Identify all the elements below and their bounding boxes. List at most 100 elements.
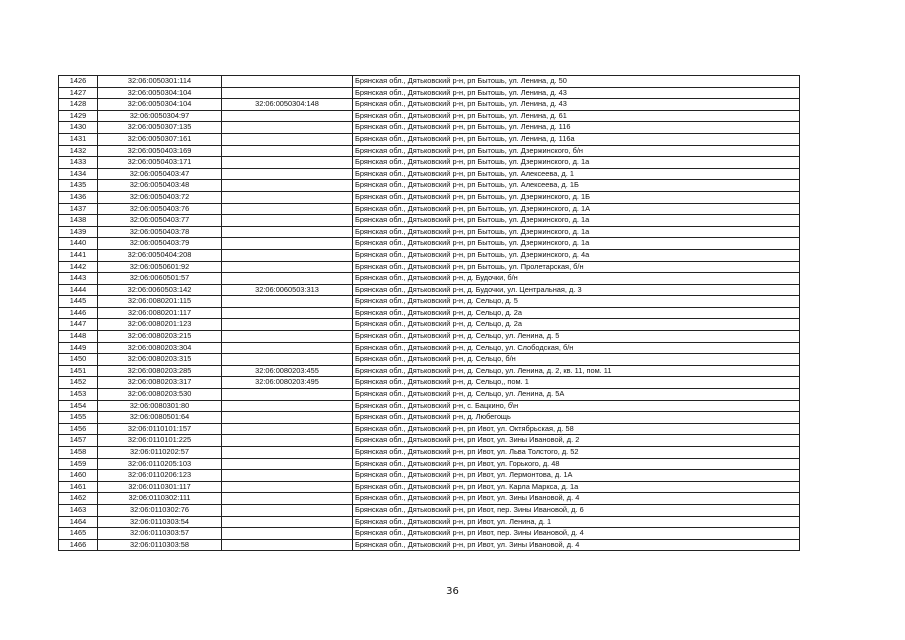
row-number-cell: 1466	[58, 538, 98, 552]
cadastral-number-cell: 32:06:0050403:79	[97, 237, 222, 250]
address-cell: Брянская обл., Дятьковский р-н, рп Ивот,…	[352, 538, 800, 552]
cadastral-number-cell: 32:06:0080201:123	[97, 318, 222, 332]
row-number-cell: 1447	[58, 318, 98, 332]
linked-cadastral-number-cell	[221, 388, 353, 401]
linked-cadastral-number-cell	[221, 248, 353, 262]
address-cell: Брянская обл., Дятьковский р-н, рп Бытош…	[352, 86, 800, 100]
address-cell: Брянская обл., Дятьковский р-н, рп Бытош…	[352, 121, 800, 134]
cadastral-number-cell: 32:06:0080301:80	[97, 399, 222, 413]
linked-cadastral-number-cell: 32:06:0060503:313	[221, 283, 353, 297]
cadastral-number-cell: 32:06:0060503:142	[97, 283, 222, 297]
address-cell: Брянская обл., Дятьковский р-н, д. Сельц…	[352, 341, 800, 355]
address-cell: Брянская обл., Дятьковский р-н, д. Будоч…	[352, 272, 800, 285]
linked-cadastral-number-cell: 32:06:0050304:148	[221, 98, 353, 111]
address-cell: Брянская обл., Дятьковский р-н, рп Бытош…	[352, 167, 800, 181]
cadastral-number-cell: 32:06:0050403:48	[97, 179, 222, 192]
linked-cadastral-number-cell	[221, 190, 353, 204]
cadastral-number-cell: 32:06:0060501:57	[97, 272, 222, 285]
address-cell: Брянская обл., Дятьковский р-н, рп Ивот,…	[352, 492, 800, 505]
row-number-cell: 1437	[58, 202, 98, 216]
row-number-cell: 1453	[58, 388, 98, 401]
linked-cadastral-number-cell: 32:06:0080203:495	[221, 376, 353, 390]
row-number-cell: 1449	[58, 341, 98, 355]
row-number-cell: 1440	[58, 237, 98, 250]
address-cell: Брянская обл., Дятьковский р-н, д. Сельц…	[352, 376, 800, 390]
row-number-cell: 1457	[58, 434, 98, 447]
row-number-cell: 1450	[58, 353, 98, 366]
cadastral-number-cell: 32:06:0080501:64	[97, 411, 222, 424]
row-number-cell: 1435	[58, 179, 98, 192]
row-number-cell: 1448	[58, 330, 98, 343]
cadastral-number-cell: 32:06:0050304:97	[97, 109, 222, 123]
row-number-cell: 1433	[58, 156, 98, 169]
cadastral-number-cell: 32:06:0110303:57	[97, 527, 222, 540]
address-cell: Брянская обл., Дятьковский р-н, с. Бацки…	[352, 399, 800, 413]
address-cell: Брянская обл., Дятьковский р-н, рп Ивот,…	[352, 480, 800, 494]
row-number-cell: 1452	[58, 376, 98, 390]
address-cell: Брянская обл., Дятьковский р-н, д. Сельц…	[352, 388, 800, 401]
address-cell: Брянская обл., Дятьковский р-н, рп Бытош…	[352, 237, 800, 250]
cadastral-number-cell: 32:06:0050404:208	[97, 248, 222, 262]
address-cell: Брянская обл., Дятьковский р-н, д. Сельц…	[352, 364, 800, 378]
cadastral-number-cell: 32:06:0110302:76	[97, 503, 222, 517]
cadastral-number-cell: 32:06:0080201:115	[97, 295, 222, 308]
linked-cadastral-number-cell	[221, 480, 353, 494]
linked-cadastral-number-cell	[221, 353, 353, 366]
cadastral-number-cell: 32:06:0110101:157	[97, 422, 222, 436]
linked-cadastral-number-cell	[221, 527, 353, 540]
row-number-cell: 1430	[58, 121, 98, 134]
address-cell: Брянская обл., Дятьковский р-н, рп Ивот,…	[352, 446, 800, 459]
linked-cadastral-number-cell	[221, 167, 353, 181]
address-cell: Брянская обл., Дятьковский р-н, рп Бытош…	[352, 202, 800, 216]
cadastral-number-cell: 32:06:0110302:111	[97, 492, 222, 505]
row-number-cell: 1445	[58, 295, 98, 308]
address-cell: Брянская обл., Дятьковский р-н, рп Ивот,…	[352, 422, 800, 436]
address-cell: Брянская обл., Дятьковский р-н, рп Ивот,…	[352, 469, 800, 482]
linked-cadastral-number-cell	[221, 306, 353, 320]
address-cell: Брянская обл., Дятьковский р-н, рп Бытош…	[352, 190, 800, 204]
address-cell: Брянская обл., Дятьковский р-н, д. Сельц…	[352, 353, 800, 366]
cadastral-number-cell: 32:06:0050403:171	[97, 156, 222, 169]
row-number-cell: 1465	[58, 527, 98, 540]
cadastral-number-cell: 32:06:0080203:215	[97, 330, 222, 343]
row-number-cell: 1462	[58, 492, 98, 505]
linked-cadastral-number-cell	[221, 446, 353, 459]
cadastral-number-cell: 32:06:0050403:77	[97, 214, 222, 227]
cadastral-number-cell: 32:06:0110205:103	[97, 457, 222, 471]
row-number-cell: 1442	[58, 260, 98, 274]
linked-cadastral-number-cell	[221, 109, 353, 123]
address-cell: Брянская обл., Дятьковский р-н, рп Ивот,…	[352, 527, 800, 540]
cadastral-number-cell: 32:06:0050403:47	[97, 167, 222, 181]
address-cell: Брянская обл., Дятьковский р-н, рп Ивот,…	[352, 515, 800, 529]
cadastral-number-cell: 32:06:0110303:58	[97, 538, 222, 552]
address-cell: Брянская обл., Дятьковский р-н, рп Бытош…	[352, 132, 800, 146]
address-cell: Брянская обл., Дятьковский р-н, рп Ивот,…	[352, 503, 800, 517]
row-number-cell: 1451	[58, 364, 98, 378]
row-number-cell: 1436	[58, 190, 98, 204]
row-number-cell: 1459	[58, 457, 98, 471]
linked-cadastral-number-cell	[221, 411, 353, 424]
cadastral-number-cell: 32:06:0110303:54	[97, 515, 222, 529]
linked-cadastral-number-cell	[221, 399, 353, 413]
linked-cadastral-number-cell	[221, 515, 353, 529]
linked-cadastral-number-cell	[221, 179, 353, 192]
row-number-cell: 1454	[58, 399, 98, 413]
cadastral-number-cell: 32:06:0050304:104	[97, 86, 222, 100]
address-cell: Брянская обл., Дятьковский р-н, рп Бытош…	[352, 225, 800, 239]
